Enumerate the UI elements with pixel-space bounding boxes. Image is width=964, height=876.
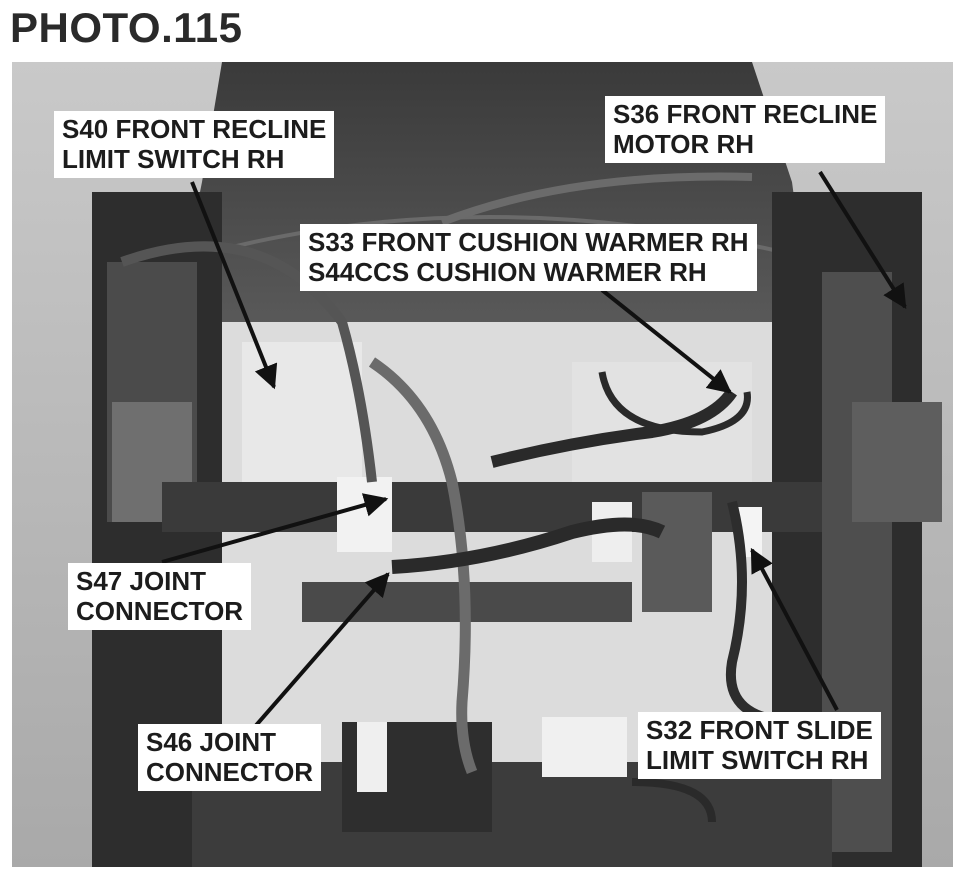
arrow-s46 xyxy=(250,572,390,732)
callout-s33-s44ccs-cushion-warmer: S33 FRONT CUSHION WARMER RH S44CCS CUSHI… xyxy=(300,224,757,291)
callout-s32-front-slide-limit-switch: S32 FRONT SLIDE LIMIT SWITCH RH xyxy=(638,712,881,779)
seat-frame-photo xyxy=(12,62,953,867)
harness xyxy=(120,241,377,483)
callout-s36-front-recline-motor: S36 FRONT RECLINE MOTOR RH xyxy=(605,96,886,163)
arrow-s36 xyxy=(818,170,907,310)
seat-underside-illustration xyxy=(12,62,953,867)
joint-connector-s47 xyxy=(337,477,392,552)
cross-member xyxy=(162,482,822,532)
arrow-s33 xyxy=(600,288,732,394)
callout-s40-front-recline-limit-switch: S40 FRONT RECLINE LIMIT SWITCH RH xyxy=(54,111,335,178)
recline-motor xyxy=(642,492,712,612)
arrow-s40 xyxy=(190,181,278,390)
callout-s47-joint-connector: S47 JOINT CONNECTOR xyxy=(68,563,252,630)
callout-s46-joint-connector: S46 JOINT CONNECTOR xyxy=(138,724,322,791)
arrow-s47 xyxy=(161,493,389,564)
arrow-s32 xyxy=(750,547,839,711)
photo-title: PHOTO.115 xyxy=(10,4,243,51)
